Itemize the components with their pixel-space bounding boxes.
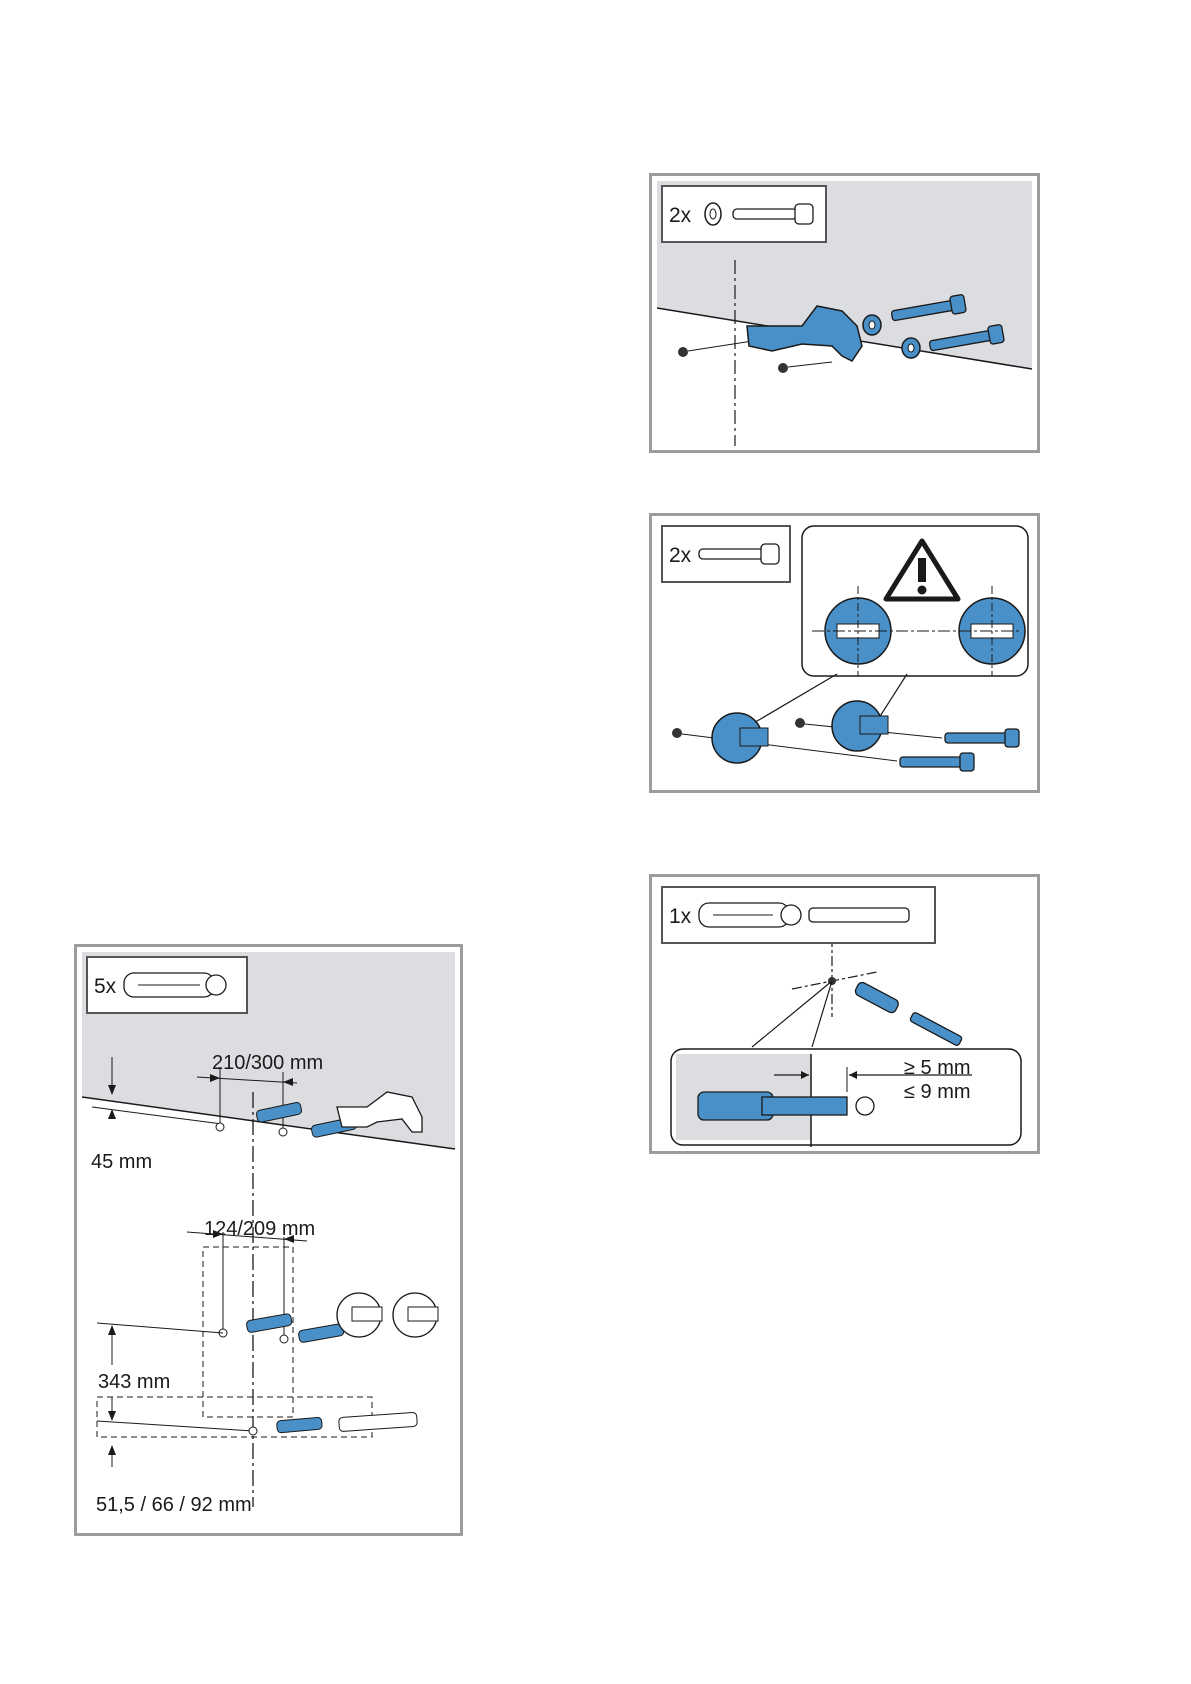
dowel-icon	[120, 958, 245, 1012]
quantity-label: 2x	[669, 545, 691, 566]
vertical-label: 343 mm	[98, 1372, 170, 1392]
figure-drilling-layout: 5x 210/300 mm 45 mm 124/209 mm 343 mm 51…	[74, 944, 463, 1536]
mid-spacing-label: 124/209 mm	[204, 1219, 315, 1239]
parts-legend: 5x	[86, 956, 248, 1014]
min-gap-label: ≥ 5 mm	[904, 1058, 971, 1078]
dowel-icon	[693, 888, 933, 942]
quantity-label: 1x	[669, 906, 691, 927]
quantity-label: 5x	[94, 976, 116, 997]
figure-dowel-depth: 1x ≥ 5 mm ≤ 9 mm	[649, 874, 1040, 1154]
quantity-label: 2x	[669, 205, 691, 226]
bottom-offset-label: 51,5 / 66 / 92 mm	[96, 1495, 252, 1515]
washer-icon	[691, 187, 831, 241]
figure-wall-clips: 2x	[649, 513, 1040, 793]
figure-bracket-mounting: 2x	[649, 173, 1040, 453]
top-spacing-label: 210/300 mm	[212, 1053, 323, 1073]
screw-icon	[693, 527, 793, 581]
parts-legend: 2x	[661, 525, 791, 583]
top-offset-label: 45 mm	[91, 1152, 152, 1172]
drilling-illustration	[77, 947, 460, 1533]
max-gap-label: ≤ 9 mm	[904, 1082, 971, 1102]
parts-legend: 1x	[661, 886, 936, 944]
parts-legend: 2x	[661, 185, 827, 243]
